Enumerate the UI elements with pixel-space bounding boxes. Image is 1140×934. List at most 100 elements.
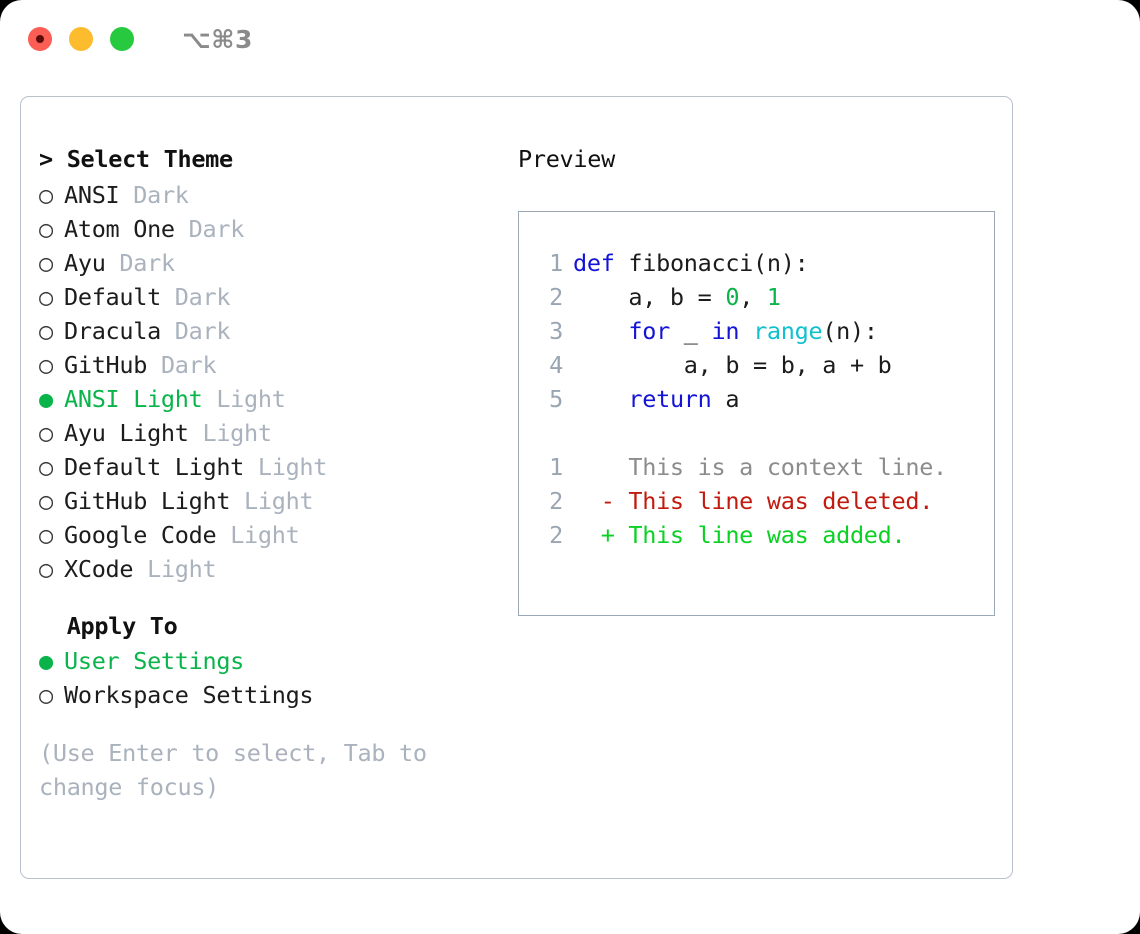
code-line-content: return a <box>573 382 739 416</box>
theme-option-label: Default <box>64 283 161 311</box>
code-line: 1 def fibonacci(n): <box>519 246 994 280</box>
code-token: in <box>711 317 740 345</box>
diff-line-number: 1 <box>549 453 563 481</box>
theme-option-kind: Dark <box>119 181 189 209</box>
code-line-content: def fibonacci(n): <box>573 246 809 280</box>
radio-unselected-icon: ○ <box>39 681 53 709</box>
code-line-number: 4 <box>549 351 563 379</box>
apply-to-list: ● User Settings ○ Workspace Settings <box>39 644 504 712</box>
code-token: a, b = <box>573 283 726 311</box>
theme-option-ayu-light[interactable]: ○Ayu Light Light <box>39 416 504 450</box>
code-line: 4 a, b = b, a + b <box>519 348 994 382</box>
record-indicator-icon <box>36 35 44 43</box>
radio-unselected-icon: ○ <box>39 521 53 549</box>
radio-unselected-icon: ○ <box>39 215 53 243</box>
theme-option-kind: Light <box>188 419 272 447</box>
apply-to-header: Apply To <box>66 612 178 640</box>
code-line: 2 a, b = 0, 1 <box>519 280 994 314</box>
theme-option-kind: Dark <box>160 317 231 345</box>
code-token <box>573 317 628 345</box>
diff-line: 1 This is a context line. <box>519 450 994 484</box>
theme-option-github[interactable]: ○GitHub Dark <box>39 348 504 382</box>
theme-option-google-code[interactable]: ○Google Code Light <box>39 518 504 552</box>
apply-to-option-label: Workspace Settings <box>64 681 314 709</box>
diff-line: 2 + This line was added. <box>519 518 994 552</box>
code-line-content: a, b = 0, 1 <box>573 280 781 314</box>
apply-to-option-workspace-settings[interactable]: ○ Workspace Settings <box>39 678 504 712</box>
code-line-number: 3 <box>549 317 563 345</box>
theme-option-ayu[interactable]: ○ Ayu Dark <box>39 246 504 280</box>
theme-option-kind: Light <box>244 453 328 481</box>
code-line-number: 1 <box>549 249 563 277</box>
code-token <box>739 317 753 345</box>
theme-option-default[interactable]: ○ Default Dark <box>39 280 504 314</box>
theme-option-dracula[interactable]: ○Dracula Dark <box>39 314 504 348</box>
theme-option-kind: Light <box>230 487 314 515</box>
code-token: a <box>711 385 740 413</box>
theme-option-label: GitHub <box>64 351 148 379</box>
theme-option-label: Dracula <box>64 317 161 345</box>
diff-line-content: + This line was added. <box>573 521 906 549</box>
apply-to-option-user-settings[interactable]: ● User Settings <box>39 644 504 678</box>
code-token: def <box>573 249 615 277</box>
theme-option-label: Default Light <box>64 453 245 481</box>
maximize-button-icon[interactable] <box>110 27 134 51</box>
radio-selected-icon: ● <box>39 385 53 413</box>
theme-option-kind: Dark <box>160 283 231 311</box>
theme-option-label: GitHub Light <box>64 487 231 515</box>
theme-option-label: ANSI Light <box>64 385 203 413</box>
diff-line-number: 2 <box>549 521 563 549</box>
select-theme-header: > Select Theme <box>39 145 233 173</box>
theme-option-kind: Dark <box>147 351 217 379</box>
diff-line-content: This is a context line. <box>573 453 947 481</box>
title-bar: ⌥⌘3 <box>0 0 1140 78</box>
code-line: 3 for _ in range(n): <box>519 314 994 348</box>
theme-option-kind: Dark <box>105 249 175 277</box>
theme-option-ansi[interactable]: ○ ANSI Dark <box>39 178 504 212</box>
radio-unselected-icon: ○ <box>39 487 53 515</box>
preview-title: Preview <box>518 145 615 173</box>
diff-line: 2 - This line was deleted. <box>519 484 994 518</box>
radio-unselected-icon: ○ <box>39 283 53 311</box>
window-controls <box>28 27 134 51</box>
code-token <box>573 385 628 413</box>
theme-option-atom-one[interactable]: ○Atom One Dark <box>39 212 504 246</box>
theme-selector-column: > Select Theme ○ANSI Dark○Atom One Dark○… <box>39 145 504 804</box>
theme-option-default-light[interactable]: ○ Default Light Light <box>39 450 504 484</box>
minimize-button-icon[interactable] <box>69 27 93 51</box>
radio-unselected-icon: ○ <box>39 555 53 583</box>
theme-option-kind: Light <box>202 385 286 413</box>
radio-unselected-icon: ○ <box>39 453 53 481</box>
radio-unselected-icon: ○ <box>39 249 53 277</box>
code-token: for <box>628 317 670 345</box>
code-token: fibonacci(n): <box>614 249 809 277</box>
theme-option-label: ANSI <box>64 181 120 209</box>
code-token: , <box>739 283 767 311</box>
diff-line-number: 2 <box>549 487 563 515</box>
main-panel: > Select Theme ○ANSI Dark○Atom One Dark○… <box>20 96 1013 879</box>
theme-option-label: XCode <box>64 555 134 583</box>
keyboard-shortcut-label: ⌥⌘3 <box>182 24 253 54</box>
radio-selected-icon: ● <box>39 647 53 675</box>
theme-option-xcode[interactable]: ○XCode Light <box>39 552 504 586</box>
theme-option-label: Atom One <box>64 215 175 243</box>
theme-option-label: Ayu <box>64 249 106 277</box>
apply-to-option-label: User Settings <box>64 647 245 675</box>
code-line: 5 return a <box>519 382 994 416</box>
theme-option-label: Ayu Light <box>64 419 189 447</box>
code-line-number: 2 <box>549 283 563 311</box>
close-button-icon[interactable] <box>28 27 52 51</box>
code-token: a, b = b, a + b <box>573 351 892 379</box>
diff-sample: 1 This is a context line.2 - This line w… <box>519 450 994 552</box>
radio-unselected-icon: ○ <box>39 181 53 209</box>
theme-option-ansi-light[interactable]: ● ANSI Light Light <box>39 382 504 416</box>
code-line-number: 5 <box>549 385 563 413</box>
keyboard-hint-text: (Use Enter to select, Tab to change focu… <box>39 739 427 801</box>
theme-option-github-light[interactable]: ○ GitHub Light Light <box>39 484 504 518</box>
code-token: _ <box>669 317 712 345</box>
code-line-content: for _ in range(n): <box>573 314 878 348</box>
